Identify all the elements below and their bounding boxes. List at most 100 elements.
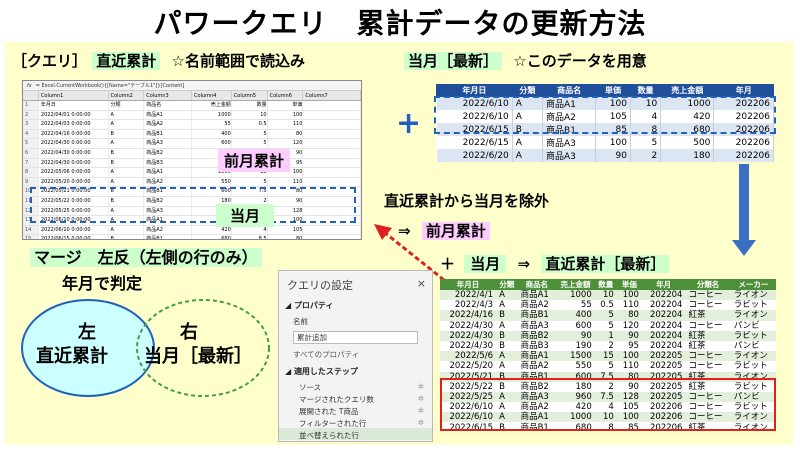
table-cell[interactable]: ライオン — [730, 371, 776, 382]
grid-cell[interactable]: 商品A1 — [144, 110, 193, 120]
table-cell[interactable]: 紅茶 — [685, 371, 731, 382]
grid-cell[interactable]: 商品A2 — [144, 177, 193, 187]
grid-cell[interactable]: 600 — [192, 139, 232, 148]
table-cell[interactable]: 2022/6/15 — [436, 136, 513, 149]
table-cell[interactable]: 2022/5/25 — [440, 391, 497, 403]
table-cell[interactable]: パンビ — [730, 391, 776, 403]
table-cell[interactable]: A — [496, 402, 518, 413]
table-cell[interactable]: 202205 — [641, 351, 686, 362]
grid-cell[interactable]: 2022/04/01 0:00:00 — [39, 110, 109, 120]
table-cell[interactable]: 420 — [660, 110, 715, 123]
grid-cell[interactable]: 商品B1 — [144, 235, 193, 239]
table-cell[interactable]: 1000 — [660, 96, 715, 110]
applied-step-item[interactable]: フィルターされた行✲ — [279, 416, 432, 428]
table-cell[interactable]: 202205 — [641, 391, 686, 403]
grid-cell[interactable] — [303, 148, 361, 158]
grid-cell[interactable]: 1000 — [192, 110, 232, 120]
column-header[interactable]: 商品名 — [517, 279, 557, 290]
grid-cell[interactable]: 2022/06/10 0:00:00 — [39, 216, 109, 225]
table-cell[interactable]: B — [496, 422, 518, 431]
table-cell[interactable]: 420 — [556, 402, 595, 413]
grid-cell[interactable]: A — [109, 120, 145, 129]
table-cell[interactable]: 2022/4/30 — [440, 340, 497, 352]
table-cell[interactable]: A — [496, 300, 518, 311]
grid-cell[interactable]: 1 — [23, 101, 39, 110]
table-cell[interactable]: 紅茶 — [685, 381, 731, 392]
grid-cell[interactable] — [303, 139, 361, 148]
grid-cell[interactable]: 0.5 — [232, 120, 268, 129]
grid-cell[interactable]: A — [109, 139, 145, 148]
table-cell[interactable]: 95 — [616, 340, 642, 352]
gear-icon[interactable]: ✲ — [417, 418, 424, 427]
grid-cell[interactable]: 15 — [232, 168, 268, 177]
grid-cell[interactable]: 5 — [23, 139, 39, 148]
table-cell[interactable]: A — [496, 361, 518, 372]
table-cell[interactable]: 2022/6/15 — [440, 422, 497, 431]
grid-cell[interactable] — [303, 101, 361, 110]
table-cell[interactable]: コーヒー — [685, 320, 731, 331]
table-cell[interactable]: 1500 — [556, 351, 595, 362]
table-cell[interactable]: 2022/4/1 — [440, 290, 497, 301]
table-cell[interactable]: パンビ — [730, 340, 776, 352]
table-cell[interactable]: 15 — [594, 351, 617, 362]
table-cell[interactable]: 7.5 — [594, 391, 617, 403]
grid-cell[interactable] — [303, 206, 361, 216]
grid-cell[interactable]: B — [109, 235, 145, 239]
table-cell[interactable]: 500 — [660, 136, 715, 149]
grid-cell[interactable]: 数量 — [232, 101, 268, 110]
table-cell[interactable]: B — [496, 340, 518, 352]
grid-cell[interactable]: B — [109, 196, 145, 206]
grid-cell[interactable]: 105 — [268, 225, 304, 235]
table-cell[interactable]: 紅茶 — [685, 310, 731, 321]
table-cell[interactable]: コーヒー — [685, 361, 731, 372]
grid-cell[interactable]: 商品A1 — [144, 216, 193, 225]
applied-step-item[interactable]: ソース✲ — [279, 380, 432, 392]
table-cell[interactable]: 90 — [616, 381, 642, 392]
grid-cell[interactable]: 商品A3 — [144, 206, 193, 216]
table-cell[interactable]: ラビット — [730, 300, 776, 311]
table-cell[interactable]: 商品B1 — [517, 371, 557, 382]
gear-icon[interactable]: ✲ — [417, 394, 424, 403]
grid-cell[interactable] — [303, 216, 361, 225]
grid-cell[interactable]: 55 — [192, 120, 232, 129]
grid-cell[interactable]: 110 — [268, 120, 304, 129]
grid-cell[interactable]: 商品B3 — [144, 158, 193, 168]
table-cell[interactable]: 商品A2 — [517, 402, 557, 413]
table-cell[interactable]: 202204 — [641, 340, 686, 352]
table-cell[interactable]: 2022/5/21 — [440, 371, 497, 382]
grid-column-header[interactable] — [23, 91, 39, 100]
grid-column-header[interactable]: Column7 — [303, 91, 361, 100]
grid-cell[interactable]: 2022/04/16 0:00:00 — [39, 129, 109, 139]
table-cell[interactable]: 2 — [594, 381, 617, 392]
table-cell[interactable]: 90 — [556, 330, 595, 341]
table-cell[interactable]: コーヒー — [685, 412, 731, 423]
grid-cell[interactable]: 420 — [192, 225, 232, 235]
grid-cell[interactable]: 年月日 — [39, 101, 109, 110]
table-cell[interactable]: 0.5 — [594, 300, 617, 311]
grid-cell[interactable]: B — [109, 158, 145, 168]
table-cell[interactable]: 商品B3 — [517, 340, 557, 352]
table-cell[interactable]: 商品B1 — [517, 310, 557, 321]
table-cell[interactable]: 商品A3 — [542, 136, 597, 149]
grid-cell[interactable]: 商品B1 — [144, 129, 193, 139]
table-cell[interactable]: コーヒー — [685, 402, 731, 413]
table-cell[interactable]: 960 — [556, 391, 595, 403]
table-cell[interactable]: 商品A2 — [517, 361, 557, 372]
table-cell[interactable]: 商品B2 — [517, 381, 557, 392]
table-cell[interactable]: 2022/6/10 — [436, 110, 513, 123]
table-cell[interactable]: B — [496, 381, 518, 392]
table-cell[interactable]: 202206 — [713, 136, 774, 149]
table-cell[interactable]: ライオン — [730, 310, 776, 321]
applied-step-item[interactable]: 展開された T商品✲ — [279, 404, 432, 416]
column-header[interactable]: 単価 — [595, 84, 631, 97]
grid-cell[interactable]: 120 — [268, 139, 304, 148]
close-icon[interactable]: × — [416, 277, 426, 290]
table-cell[interactable]: 商品B1 — [517, 422, 557, 431]
grid-cell[interactable] — [303, 129, 361, 139]
table-cell[interactable]: 202206 — [641, 412, 686, 423]
table-cell[interactable]: 190 — [556, 340, 595, 352]
grid-cell[interactable]: 128 — [268, 206, 304, 216]
column-header[interactable]: 数量 — [629, 84, 662, 97]
table-cell[interactable]: 202204 — [641, 290, 686, 301]
table-cell[interactable]: 5 — [630, 136, 662, 149]
